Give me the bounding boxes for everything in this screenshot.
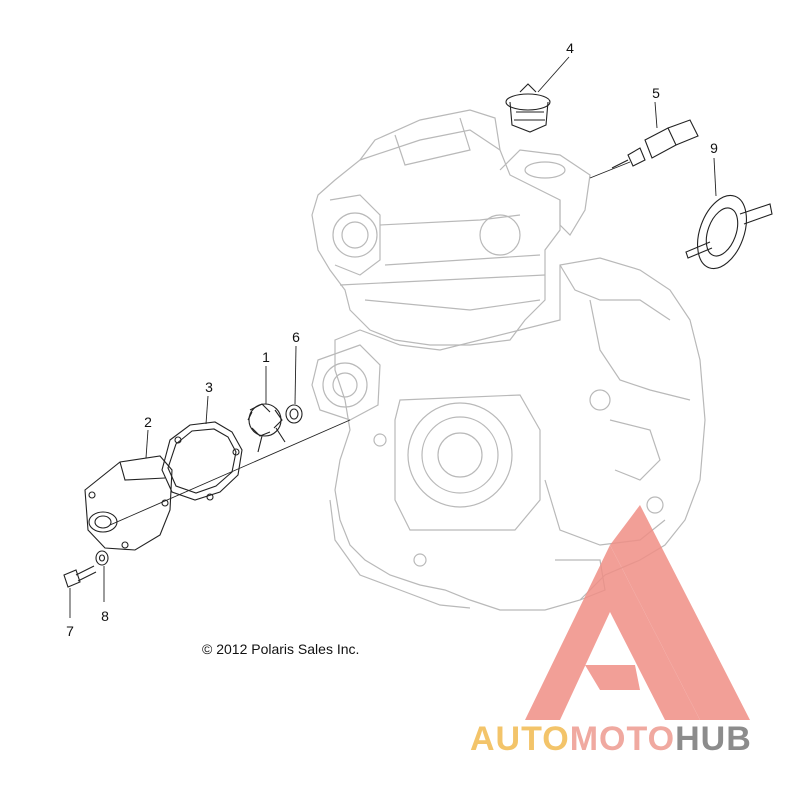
pump-gasket-part	[161, 421, 243, 501]
watermark-hub: HUB	[675, 720, 752, 758]
callout-3: 3	[205, 379, 213, 395]
callout-9: 9	[710, 140, 718, 156]
automotohub-logo-icon	[525, 505, 750, 720]
callout-1: 1	[262, 349, 270, 365]
svg-text:AUTOMOTOHUB: AUTOMOTOHUB	[470, 720, 752, 758]
bolt-part	[63, 565, 97, 588]
callout-4: 4	[566, 40, 574, 56]
callout-5: 5	[652, 85, 660, 101]
temperature-sensor-part	[611, 119, 699, 169]
water-pump-cover-part	[84, 455, 173, 551]
watermark-moto: MOTO	[570, 720, 675, 758]
thermostat-part	[505, 83, 551, 133]
impeller-part	[247, 403, 286, 453]
pump-seal-part	[285, 404, 303, 424]
watermark-auto: AUTO	[470, 720, 570, 758]
callout-2: 2	[144, 414, 152, 430]
copyright-notice: © 2012 Polaris Sales Inc.	[202, 641, 359, 657]
leader-lines	[69, 56, 717, 618]
callout-6: 6	[292, 329, 300, 345]
callout-8: 8	[101, 608, 109, 624]
washer-part	[95, 550, 109, 566]
callout-7: 7	[66, 623, 74, 639]
water-pump-shaft-part	[685, 194, 773, 270]
watermark-wordmark: AUTOMOTOHUB	[470, 720, 752, 758]
